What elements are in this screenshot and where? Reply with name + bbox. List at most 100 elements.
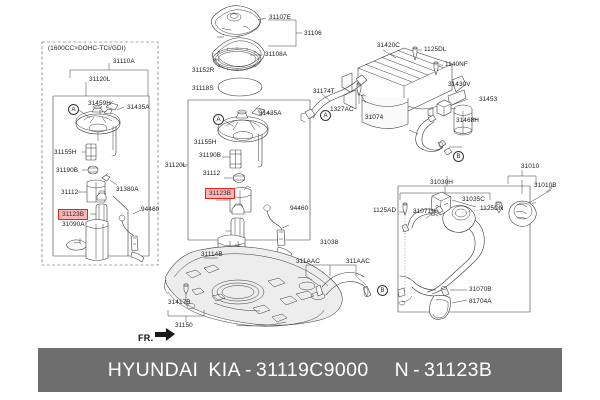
canister-31420c — [341, 47, 467, 129]
label-31030h: 31030H — [430, 179, 453, 186]
part-31035c — [430, 191, 452, 216]
label-31112-left: 31112 — [61, 189, 79, 196]
label-31190b-left: 31190B — [56, 167, 79, 174]
label-31417b: 31417B — [168, 299, 191, 306]
diagram-artwork: .ln { fill:none; stroke:#3a3a3a; stroke-… — [41, 5, 555, 327]
fr-label: FR. — [138, 333, 154, 343]
highlight-31123b-center[interactable]: 31123B — [205, 188, 236, 199]
part-31070b — [440, 286, 450, 297]
part-31380a — [101, 174, 111, 182]
label-31112-center: 31112 — [203, 170, 221, 177]
label-1140nf: 1140NF — [445, 61, 468, 68]
part-94460-left — [118, 214, 145, 263]
label-31435a-left: 31435A — [127, 104, 150, 111]
label-31108a: 31108A — [265, 51, 288, 58]
part-31038 — [315, 272, 372, 298]
filler-neck-assembly — [397, 191, 485, 320]
part-31417b — [183, 283, 189, 306]
part-31430v — [427, 99, 457, 118]
label-31155h-center: 31155H — [194, 139, 217, 146]
footer-brand-hyundai: HYUNDAI — [107, 358, 199, 381]
label-1125dl: 1125DL — [424, 46, 447, 53]
label-31150: 31150 — [175, 322, 193, 329]
label-31070b: 31070B — [469, 286, 492, 293]
label-31071h: 31071H — [413, 208, 436, 215]
part-1125ad — [402, 202, 408, 296]
footer-bar: HYUNDAI KIA - 31119C9000 N - 31123B — [38, 348, 562, 392]
label-31468h: 31468H — [456, 117, 479, 124]
part-31010 — [508, 185, 555, 227]
label-31010: 31010 — [521, 163, 540, 170]
part-31118s — [217, 77, 263, 97]
footer-part-number: 31119C9000 — [255, 358, 369, 381]
label-31174t: 31174T — [313, 88, 335, 95]
label-31459h: 31459H — [88, 100, 111, 107]
label-31453: 31453 — [479, 96, 498, 103]
label-31120l-center: 31120L — [165, 162, 187, 169]
part-31468h — [437, 139, 447, 148]
label-31090a: 31090A — [62, 221, 85, 228]
label-31190b-center: 31190B — [199, 152, 222, 159]
fr-arrow-icon — [155, 328, 176, 341]
footer-ref-number: 31123B — [424, 358, 493, 381]
variant-title: (1600CC>DOHC-TCI/GDI) — [48, 45, 126, 52]
bracket-31150 — [167, 310, 205, 322]
label-31118s: 31118S — [192, 85, 214, 92]
label-31114b: 31114B — [201, 251, 223, 258]
label-1327ac: 1327AC — [330, 106, 354, 113]
label-311aac-left: 311AAC — [296, 258, 320, 265]
label-31155h-left: 31155H — [54, 149, 77, 156]
part-31071h — [401, 205, 444, 233]
callout-a-hose: A — [320, 110, 331, 121]
footer-dash-1: - — [244, 358, 252, 381]
access-cover-assembly — [211, 5, 302, 71]
fuel-tank-31150 — [164, 246, 343, 327]
part-1125dl — [412, 46, 418, 61]
footer-ref-prefix: N — [394, 358, 410, 381]
label-31107e: 31107E — [269, 14, 292, 21]
part-1140nf — [433, 61, 439, 76]
label-31120l-left: 31120L — [89, 76, 111, 83]
label-31420c: 31420C — [377, 42, 400, 49]
label-81704a: 81704A — [469, 298, 492, 305]
bracket-31010 — [507, 170, 537, 184]
variant-panel-boundary — [41, 41, 159, 266]
label-31380a: 31380A — [116, 186, 139, 193]
label-31435a-center: 31435A — [259, 110, 282, 117]
label-94460-left: 94460 — [141, 206, 160, 213]
part-31453 — [453, 104, 473, 136]
left-pump-module — [65, 100, 145, 263]
part-31174t — [300, 74, 368, 123]
label-311aac-right: 311AAC — [346, 258, 370, 265]
bracket-31030h — [399, 186, 491, 200]
bracket-31110a — [69, 63, 149, 96]
part-31190b-center — [233, 173, 245, 183]
clamp-311aac-right — [362, 285, 372, 298]
label-31038: 31038 — [320, 239, 339, 246]
footer-brand-kia: KIA — [208, 358, 241, 381]
part-31435a-left — [105, 102, 119, 111]
callout-b-upper: B — [453, 151, 464, 162]
label-31074: 31074 — [365, 114, 384, 121]
part-31074 — [415, 114, 453, 156]
footer-dash-2: - — [413, 358, 421, 381]
callout-a-center: A — [213, 114, 224, 125]
label-1125ad: 1125AD — [373, 207, 397, 214]
highlight-31123b-left[interactable]: 31123B — [58, 209, 89, 220]
part-31090a — [65, 239, 88, 251]
center-module-box — [187, 99, 311, 241]
label-31110a: 31110A — [113, 58, 135, 65]
orientation-marker: FR. — [138, 327, 176, 343]
label-94460-center: 94460 — [290, 205, 309, 212]
label-31430v: 31430V — [448, 81, 471, 88]
part-31152r — [212, 47, 262, 72]
filler-neck-box — [397, 185, 531, 313]
label-31152r: 31152R — [192, 67, 215, 74]
label-31010b: 31010B — [534, 182, 557, 189]
label-1125dn: 1125DN — [480, 205, 504, 212]
label-31106: 31106 — [304, 30, 322, 37]
callout-b-lower: B — [377, 285, 388, 296]
callout-a-left: A — [68, 104, 79, 115]
label-31035c: 31035C — [462, 196, 485, 203]
